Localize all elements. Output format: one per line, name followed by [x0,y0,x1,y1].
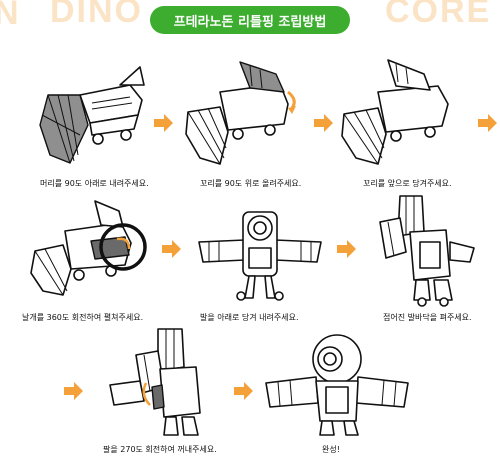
step-3-caption: 꼬리를 앞으로 당겨주세요. [363,179,452,188]
arrow-right-icon [478,114,497,132]
page-title: 프테라노돈 리틀핑 조립방법 [150,6,350,34]
arrow-right-icon [64,382,83,400]
arrow-right-icon [154,114,173,132]
background-word-core: CORE [385,0,492,30]
step-8-caption: 완성! [322,445,340,454]
step-2-illustration [185,61,296,165]
arrow-right-icon [234,382,253,400]
step-5-illustration [198,211,322,301]
step-3-illustration [341,59,449,165]
step-6-caption: 접어진 발바닥을 펴주세요. [383,313,472,322]
step-8-illustration [265,334,409,436]
arrow-right-icon [314,114,333,132]
step-4-illustration [30,200,147,296]
step-5-caption: 발을 아래로 당겨 내려주세요. [200,313,299,322]
background-letter: N [0,0,21,32]
step-1-illustration [39,66,145,164]
step-1-caption: 머리를 90도 아래로 내려주세요. [40,179,149,188]
step-2-caption: 꼬리를 90도 위로 올려주세요. [200,179,302,188]
step-4-caption: 날개를 360도 회전하여 펼쳐주세요. [22,313,144,322]
step-7-illustration [109,328,201,436]
arrow-right-icon [162,240,181,258]
step-6-illustration [379,195,475,307]
background-word-dino: DINO [50,0,143,30]
step-7-caption: 팔을 270도 회전하여 꺼내주세요. [103,445,217,454]
arrow-right-icon [337,240,356,258]
